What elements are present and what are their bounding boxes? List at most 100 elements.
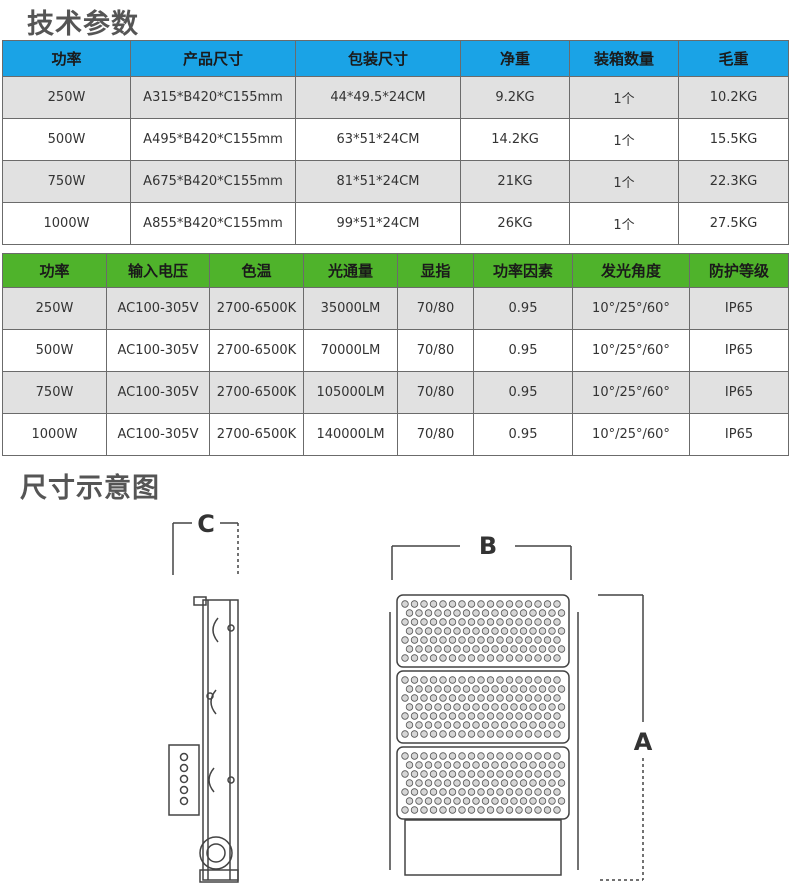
led-dot	[429, 806, 438, 814]
table-cell: 70/80	[397, 287, 474, 330]
led-dot	[534, 636, 542, 644]
led-dot	[557, 721, 566, 729]
led-dot	[496, 618, 504, 626]
led-dot	[420, 654, 428, 662]
led-dot	[548, 685, 556, 693]
led-dot	[496, 770, 504, 778]
led-dot	[510, 703, 518, 711]
led-dot	[462, 721, 471, 729]
table-cell: 750W	[2, 371, 107, 414]
led-dot	[434, 761, 442, 769]
led-dot	[500, 779, 509, 787]
led-dot	[448, 600, 457, 608]
led-dot	[534, 618, 542, 626]
led-dot	[486, 636, 495, 644]
led-dot	[515, 752, 523, 760]
led-dot	[500, 721, 509, 729]
led-dot	[405, 645, 414, 653]
led-dot	[510, 797, 518, 805]
led-dot	[401, 730, 409, 738]
led-dot	[420, 806, 428, 814]
led-dot	[420, 770, 428, 778]
led-dot	[443, 797, 452, 805]
led-dot	[491, 721, 499, 729]
led-dot	[496, 788, 504, 796]
led-dot	[538, 703, 547, 711]
led-dot	[486, 654, 495, 662]
led-dot	[496, 806, 504, 814]
led-dot	[505, 694, 514, 702]
led-dot	[524, 654, 533, 662]
table-cell: IP65	[689, 329, 789, 372]
led-dot	[534, 730, 542, 738]
led-dot	[548, 645, 556, 653]
dimension-c-bracket	[172, 522, 239, 575]
led-dot	[458, 636, 466, 644]
led-dot	[472, 721, 480, 729]
led-dot	[538, 797, 547, 805]
table-cell: 10°/25°/60°	[572, 329, 690, 372]
led-dot	[472, 609, 480, 617]
led-dot	[420, 730, 428, 738]
led-dot	[510, 761, 518, 769]
led-dot	[486, 676, 495, 684]
led-dot	[529, 685, 537, 693]
column-header: 净重	[460, 40, 570, 77]
led-dot	[458, 806, 466, 814]
led-dot	[553, 636, 561, 644]
led-dot	[420, 600, 428, 608]
led-dot	[519, 645, 528, 653]
led-dot	[415, 645, 423, 653]
table-cell: 10°/25°/60°	[572, 371, 690, 414]
led-dot	[557, 645, 566, 653]
led-dot	[472, 761, 480, 769]
led-dot	[534, 600, 542, 608]
led-dot	[429, 788, 438, 796]
table-header-row: 功率产品尺寸包装尺寸净重装箱数量毛重	[2, 40, 789, 77]
led-dot	[443, 721, 452, 729]
table-cell: 27.5KG	[678, 202, 789, 245]
table-cell: 250W	[2, 76, 131, 119]
table-cell: 10°/25°/60°	[572, 287, 690, 330]
led-dot	[543, 618, 552, 626]
led-dot	[538, 645, 547, 653]
led-dot	[538, 779, 547, 787]
table-cell: 14.2KG	[460, 118, 570, 161]
table-cell: 140000LM	[303, 413, 398, 456]
led-dot	[434, 703, 442, 711]
led-dot	[467, 618, 476, 626]
led-dot	[534, 676, 542, 684]
led-dot	[486, 618, 495, 626]
led-dot	[486, 752, 495, 760]
led-dot	[510, 779, 518, 787]
led-dot	[477, 636, 485, 644]
led-dot	[486, 806, 495, 814]
led-dot	[401, 636, 409, 644]
column-header: 装箱数量	[569, 40, 679, 77]
led-dot	[515, 770, 523, 778]
led-dot	[458, 730, 466, 738]
front-view-drawing	[389, 594, 579, 876]
table-cell: 2700-6500K	[209, 287, 304, 330]
led-dot	[553, 618, 561, 626]
led-dot	[443, 703, 452, 711]
led-dot	[481, 609, 490, 617]
led-dot	[410, 712, 419, 720]
led-dot	[553, 694, 561, 702]
side-view-drawing	[168, 596, 239, 883]
led-dot	[534, 806, 542, 814]
led-dot	[410, 788, 419, 796]
column-header: 功率因素	[473, 253, 573, 288]
led-dot	[453, 645, 461, 653]
table-cell: 44*49.5*24CM	[295, 76, 461, 119]
led-dot	[543, 788, 552, 796]
led-dot	[458, 788, 466, 796]
led-dot	[529, 703, 537, 711]
led-dot	[453, 721, 461, 729]
led-dot	[448, 676, 457, 684]
led-dot	[557, 703, 566, 711]
led-dot	[401, 618, 409, 626]
